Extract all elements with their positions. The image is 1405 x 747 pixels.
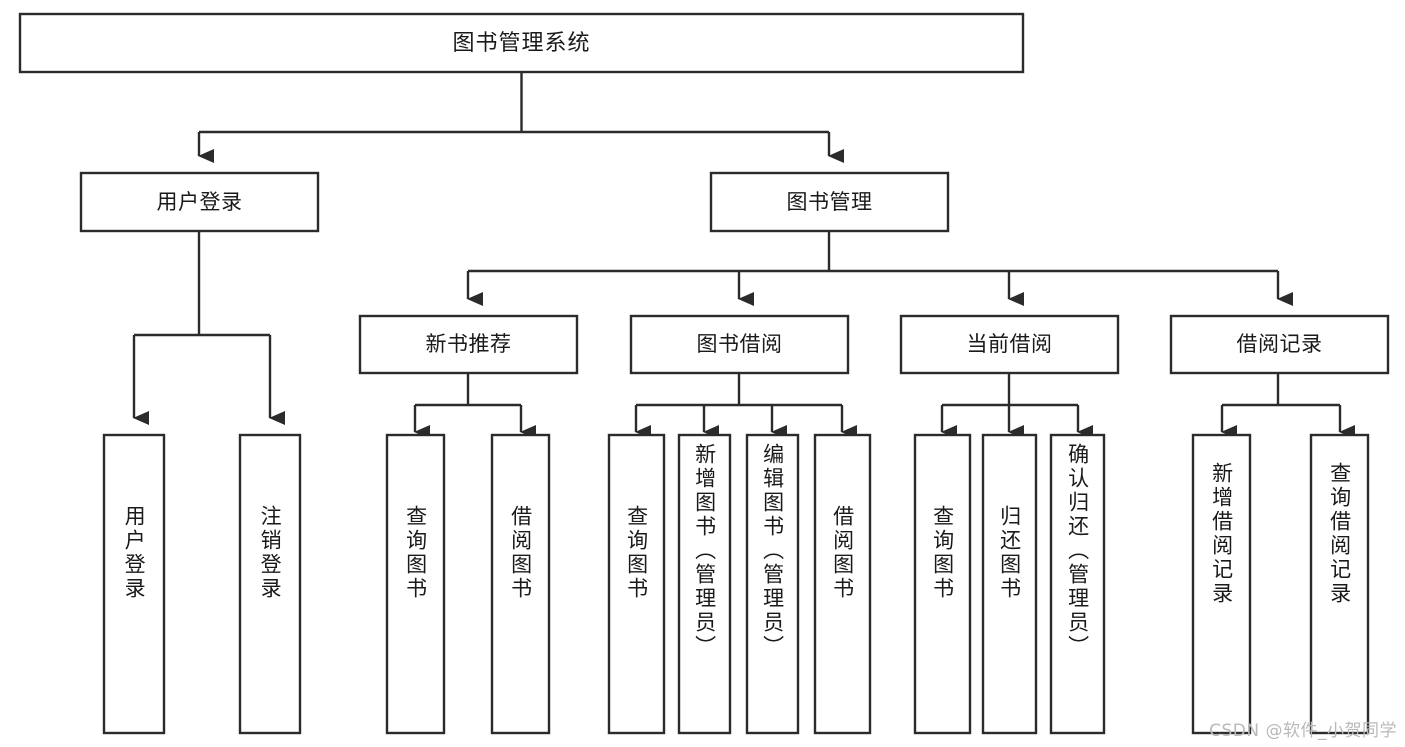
node-leaf-query-book-3[interactable]: [913, 433, 972, 735]
node-leaf-borrow-book-2[interactable]: [813, 433, 872, 735]
node-leaf-add-book[interactable]: [677, 433, 732, 735]
connector-userlogin-to-leaves: [132, 231, 285, 425]
node-user-login-label: 用户登录: [157, 190, 243, 214]
node-new-book-recommend-label: 新书推荐: [426, 332, 512, 356]
node-book-management-label: 图书管理: [787, 190, 873, 214]
csdn-watermark: CSDN @软件_小贺同学: [1209, 721, 1397, 741]
node-root-system[interactable]: 图书管理系统: [18, 12, 1025, 74]
node-leaf-add-borrow-record[interactable]: [1191, 433, 1252, 735]
node-user-login[interactable]: 用户登录: [79, 171, 320, 233]
node-book-borrow-label: 图书借阅: [697, 332, 783, 356]
node-leaf-query-borrow-record[interactable]: [1309, 433, 1370, 735]
node-book-borrow[interactable]: 图书借阅: [629, 314, 850, 375]
connector-currentborrow-to-leaves: [940, 373, 1093, 439]
node-leaf-logout[interactable]: [238, 433, 302, 735]
connector-bookmgmt-to-level3: [466, 231, 1293, 306]
node-borrow-record[interactable]: 借阅记录: [1169, 314, 1390, 375]
node-current-borrow[interactable]: 当前借阅: [899, 314, 1120, 375]
node-leaf-query-book-1[interactable]: [385, 433, 446, 735]
connector-newbook-to-leaves: [413, 373, 536, 439]
node-book-management[interactable]: 图书管理: [709, 171, 950, 233]
node-borrow-record-label: 借阅记录: [1237, 332, 1323, 356]
connector-bookborrow-to-leaves: [634, 373, 857, 439]
connector-root-to-level2: [197, 72, 844, 163]
node-current-borrow-label: 当前借阅: [967, 332, 1053, 356]
connector-borrowrecord-to-leaves: [1220, 373, 1355, 439]
node-leaf-edit-book[interactable]: [745, 433, 800, 735]
node-leaf-query-book-2[interactable]: [607, 433, 666, 735]
node-leaf-return-book[interactable]: [981, 433, 1038, 735]
node-root-system-label: 图书管理系统: [452, 31, 590, 56]
node-leaf-confirm-return[interactable]: [1049, 433, 1106, 735]
node-new-book-recommend[interactable]: 新书推荐: [358, 314, 579, 375]
node-leaf-user-login[interactable]: [102, 433, 166, 735]
node-leaf-borrow-book-1[interactable]: [490, 433, 551, 735]
